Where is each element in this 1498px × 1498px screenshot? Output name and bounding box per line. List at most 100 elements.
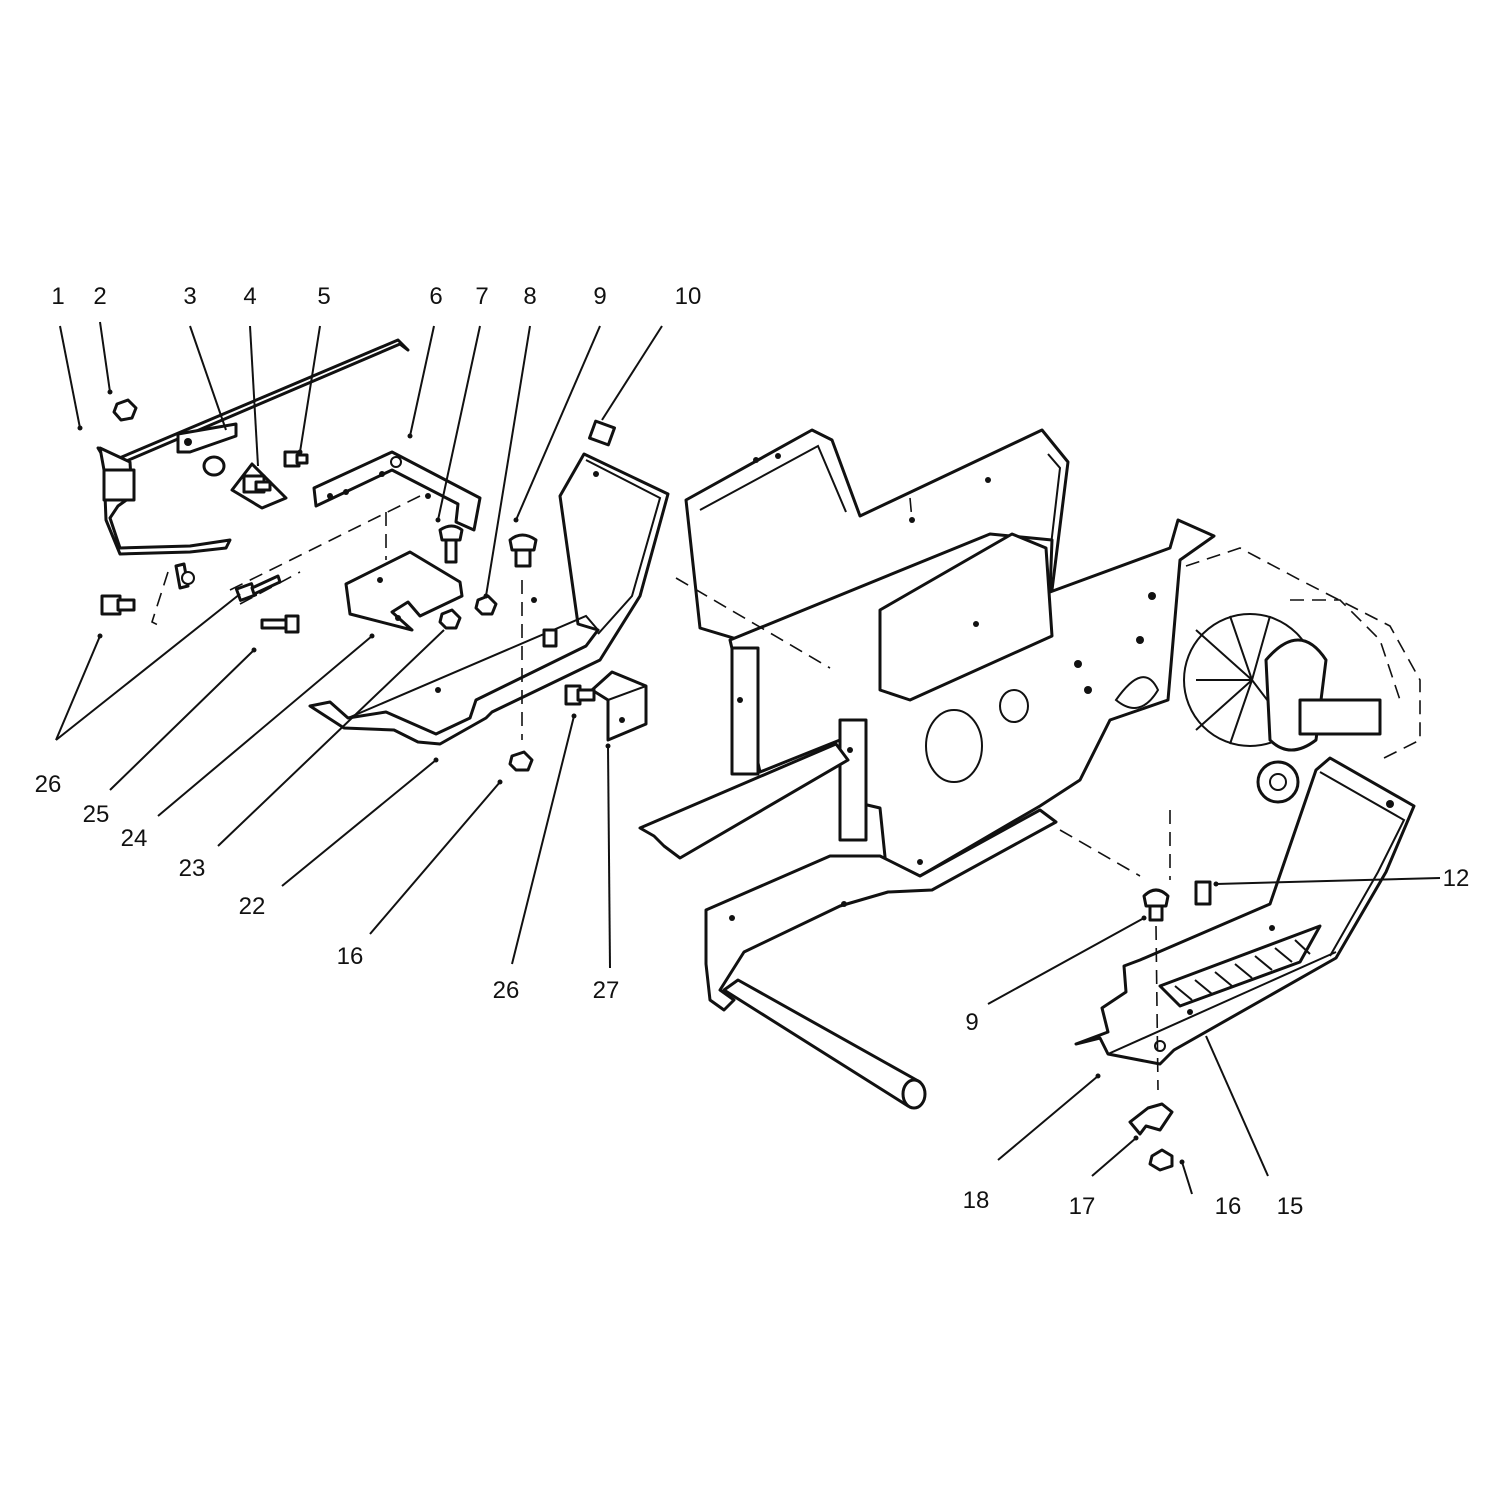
axle-tube [722, 978, 922, 1108]
callout-23: 23 [179, 855, 206, 882]
washer [202, 455, 226, 477]
lower-bracket [344, 550, 464, 632]
callout-15: 15 [1277, 1193, 1304, 1220]
upper-bracket [312, 450, 482, 532]
hex-nut [508, 750, 534, 772]
bracket-dot [425, 493, 431, 499]
callout-1: 1 [51, 283, 64, 310]
carriage-bolt-body [514, 548, 532, 568]
frame-hole [841, 901, 847, 907]
engine-outline [1183, 547, 1421, 804]
callout-10: 10 [675, 283, 702, 310]
callout-labels: 1 2 3 4 5 6 7 8 9 10 12 9 15 16 17 18 26… [35, 283, 1470, 1220]
panel-hole [973, 621, 979, 627]
bracket-hole [390, 456, 402, 468]
leader-lines [55, 321, 1441, 1195]
right-footrest [1074, 756, 1416, 1066]
hex-nut [474, 594, 498, 616]
lower-bracket-hole [395, 615, 401, 621]
rail-clip [102, 468, 136, 502]
bolt-shank [254, 480, 272, 492]
frame-hole [753, 457, 759, 463]
frame-hole [729, 915, 735, 921]
callout-26-left: 26 [35, 771, 62, 798]
callout-8: 8 [523, 283, 536, 310]
hex-nut [1148, 1148, 1174, 1172]
carriage-bolt-top [1142, 888, 1170, 908]
rail-hole [184, 438, 192, 446]
bracket-dot [343, 489, 349, 495]
panel-hole [1074, 660, 1082, 668]
footrest-hole [1386, 800, 1394, 808]
rubber-grip [588, 419, 616, 447]
callout-16-right: 16 [1215, 1193, 1242, 1220]
right-footrest-assembly [1074, 756, 1416, 1172]
mount-block [590, 670, 648, 742]
pulley-hub [1269, 773, 1287, 791]
upper-panel [878, 532, 1054, 702]
frame-hole [985, 477, 991, 483]
panel-hole [847, 747, 853, 753]
carriage-bolt-shank [116, 598, 136, 612]
spring-clip [1194, 880, 1212, 906]
callout-9-right: 9 [965, 1009, 978, 1036]
callout-3: 3 [183, 283, 196, 310]
footrest-hole [1154, 1040, 1166, 1052]
carriage-bolt-top [508, 533, 538, 552]
footrest-hole [435, 687, 441, 693]
callout-27: 27 [593, 977, 620, 1004]
panel-hole [1136, 636, 1144, 644]
panel-hole [1084, 686, 1092, 694]
hex-nut [438, 608, 462, 630]
short-bolt-shank [260, 618, 290, 630]
clamp [1128, 1102, 1174, 1136]
carriage-bolt-body [1148, 904, 1164, 922]
side-rail [96, 338, 410, 470]
footrest-hole [593, 471, 599, 477]
tube-end [901, 1078, 927, 1110]
tab-hole [181, 571, 195, 585]
panel-flange [730, 646, 760, 776]
callout-16-left: 16 [337, 943, 364, 970]
callout-4: 4 [243, 283, 256, 310]
panel-hole [737, 697, 743, 703]
callout-2: 2 [93, 283, 106, 310]
leader-dots [77, 389, 1219, 1165]
footrest-clip [542, 628, 558, 648]
carriage-bolt-top [438, 524, 464, 542]
callout-24: 24 [121, 825, 148, 852]
lower-bracket-hole [377, 577, 383, 583]
callout-12: 12 [1443, 865, 1470, 892]
callout-18: 18 [963, 1187, 990, 1214]
left-footrest [308, 452, 670, 746]
bolt-shank [576, 688, 596, 702]
short-bolt-head [284, 614, 300, 634]
bracket-dot [327, 493, 333, 499]
lower-frame [704, 808, 1058, 1012]
panel-hole [917, 859, 923, 865]
callout-5: 5 [317, 283, 330, 310]
slot-opening [1114, 676, 1160, 709]
panel-flange [838, 718, 868, 842]
callout-9-left: 9 [593, 283, 606, 310]
bracket-dot [379, 471, 385, 477]
callout-25: 25 [83, 801, 110, 828]
rail-mount-plate [176, 422, 238, 454]
left-bracket-assembly [96, 338, 670, 772]
hex-bolt-shank [250, 574, 282, 596]
pulley [1256, 760, 1300, 804]
frame-opening [925, 709, 983, 783]
frame-opening [999, 689, 1029, 723]
frame-hole [775, 453, 781, 459]
carriage-bolt-body [444, 538, 458, 564]
hex-nut [112, 398, 138, 422]
panel-hole [1148, 592, 1156, 600]
floor-bar [638, 742, 850, 860]
main-frame [638, 428, 1216, 1110]
block-hole [619, 717, 625, 723]
screw-shank [295, 453, 309, 465]
tread-pattern [1158, 924, 1322, 1008]
footrest-hole [531, 597, 537, 603]
callout-6: 6 [429, 283, 442, 310]
